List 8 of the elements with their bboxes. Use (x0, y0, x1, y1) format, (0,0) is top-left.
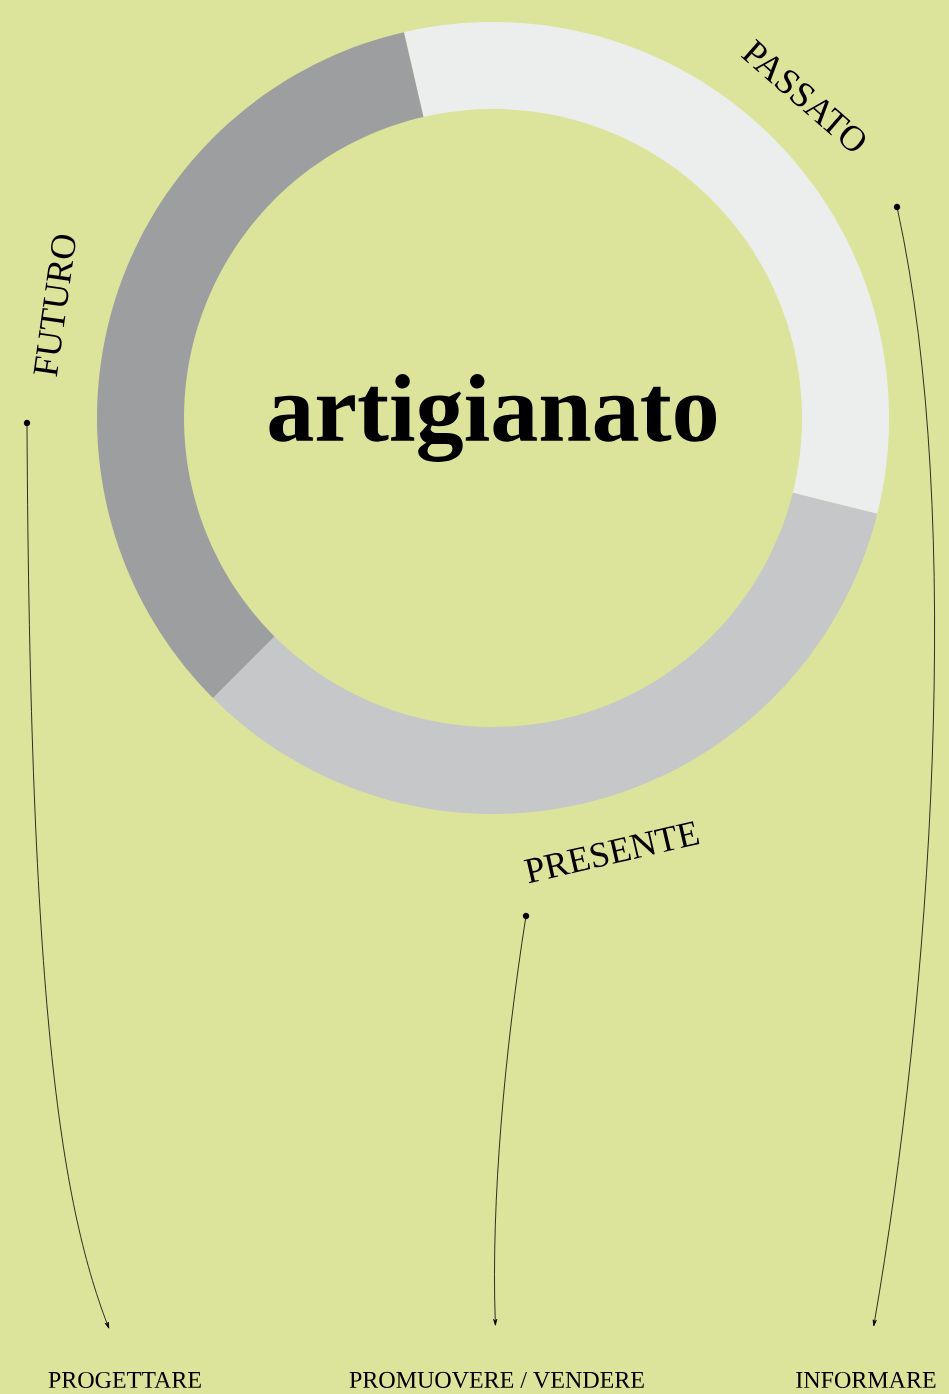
target-label: INFORMARE (796, 1371, 936, 1389)
arc-label: FUTURO (23, 234, 76, 427)
center-title: artigianato (269, 374, 716, 462)
connector-arrow (26, 425, 110, 1329)
target-label: PROGETTARE (48, 1371, 201, 1389)
connector-arrow (872, 209, 935, 1327)
target-label: PROMUOVERE / VENDERE (349, 1371, 644, 1389)
connector-arrow (493, 918, 526, 1326)
